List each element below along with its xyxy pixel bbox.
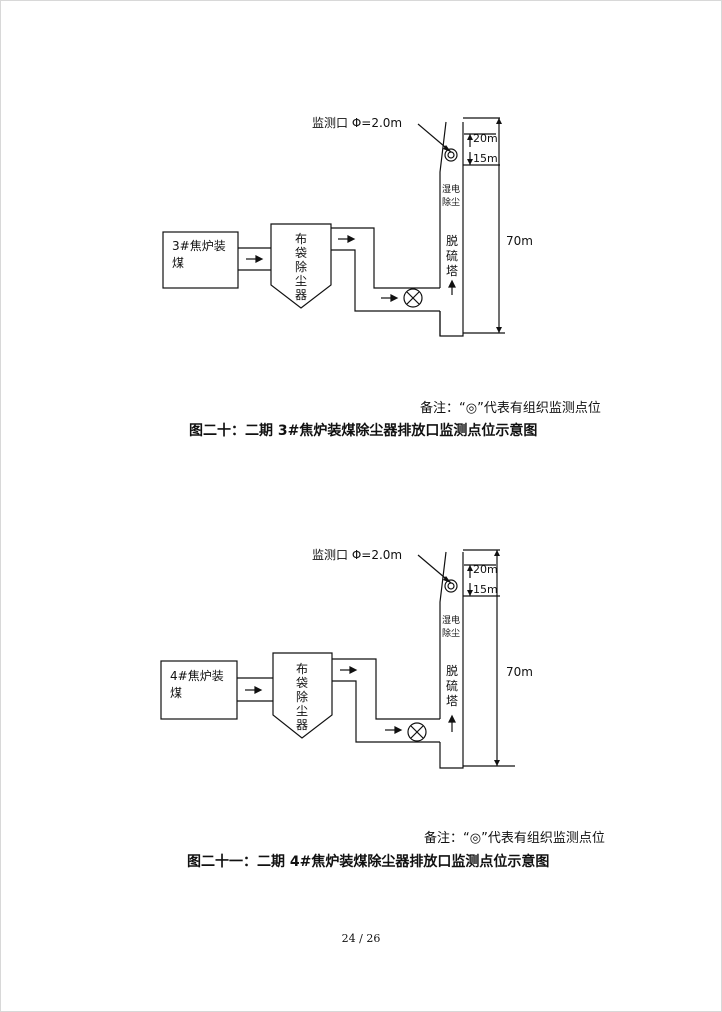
baghouse-char: 除: [296, 689, 308, 704]
arrow-icon: [246, 235, 456, 302]
desulfur-char: 硫: [446, 248, 458, 263]
wet-esp-label: 除尘: [442, 627, 460, 639]
baghouse-char: 布: [296, 662, 308, 676]
monitor-port-label: 监测口 Φ=2.0m: [312, 548, 402, 562]
wet-esp-label: 湿电: [442, 614, 460, 626]
wet-esp-label: 除尘: [442, 196, 460, 208]
furnace-label: 4#焦炉装: [170, 669, 224, 683]
dim-top: 20m: [473, 563, 498, 576]
baghouse-char: 布: [295, 232, 307, 246]
desulfur-char: 塔: [446, 264, 458, 278]
baghouse-char: 除: [295, 259, 307, 274]
dim-top: 20m: [473, 132, 498, 145]
dim-mid: 15m: [473, 152, 498, 165]
fan-icon: [403, 288, 423, 308]
desulfur-char: 塔: [446, 694, 458, 708]
furnace-label-line2: 煤: [172, 256, 184, 270]
desulfur-char: 脱: [446, 233, 458, 248]
page-number: 24 / 26: [341, 932, 381, 945]
furnace-box: [160, 660, 238, 720]
baghouse-char: 尘: [296, 704, 308, 718]
desulfur-char: 脱: [446, 663, 458, 678]
note: 备注：“◎”代表有组织监测点位: [424, 831, 605, 846]
dim-height: 70m: [506, 234, 533, 248]
note: 备注：“◎”代表有组织监测点位: [420, 401, 601, 416]
figure-21: 4#焦炉装 煤 布 袋 除 尘 器 湿电 除尘 脱 硫 塔 监测口 Φ=2.0m…: [0, 535, 722, 870]
furnace-box: [162, 231, 239, 289]
furnace-label: 3#焦炉装: [172, 239, 226, 253]
furnace-label-line2: 煤: [170, 686, 182, 700]
process-diagram-3: 3#焦炉装 煤 布 袋 除 尘 器 湿电 除尘 脱 硫 塔 监测口 Φ=2.0m…: [162, 116, 533, 337]
figure-20: 3#焦炉装 煤 布 袋 除 尘 器 湿电 除尘 脱 硫 塔 监测口 Φ=2.0m…: [0, 100, 722, 445]
fan-icon: [407, 722, 427, 742]
baghouse-box: [272, 652, 333, 739]
double-circle-icon: [444, 579, 458, 593]
baghouse-box: [270, 223, 332, 309]
baghouse-char: 袋: [296, 676, 308, 690]
dim-mid: 15m: [473, 583, 498, 596]
figure-caption: 图二十：二期 3#焦炉装煤除尘器排放口监测点位示意图: [189, 423, 538, 439]
desulfur-char: 硫: [446, 678, 458, 693]
baghouse-char: 器: [295, 288, 307, 302]
baghouse-char: 器: [296, 718, 308, 732]
wet-esp-label: 湿电: [442, 183, 460, 195]
dim-height: 70m: [506, 665, 533, 679]
monitor-port-label: 监测口 Φ=2.0m: [312, 116, 402, 130]
figure-caption: 图二十一：二期 4#焦炉装煤除尘器排放口监测点位示意图: [187, 854, 550, 870]
baghouse-char: 袋: [295, 246, 307, 260]
process-diagram-4: 4#焦炉装 煤 布 袋 除 尘 器 湿电 除尘 脱 硫 塔 监测口 Φ=2.0m…: [160, 548, 533, 769]
double-circle-icon: [444, 148, 458, 162]
baghouse-char: 尘: [295, 274, 307, 288]
arrow-icon: [245, 666, 456, 734]
